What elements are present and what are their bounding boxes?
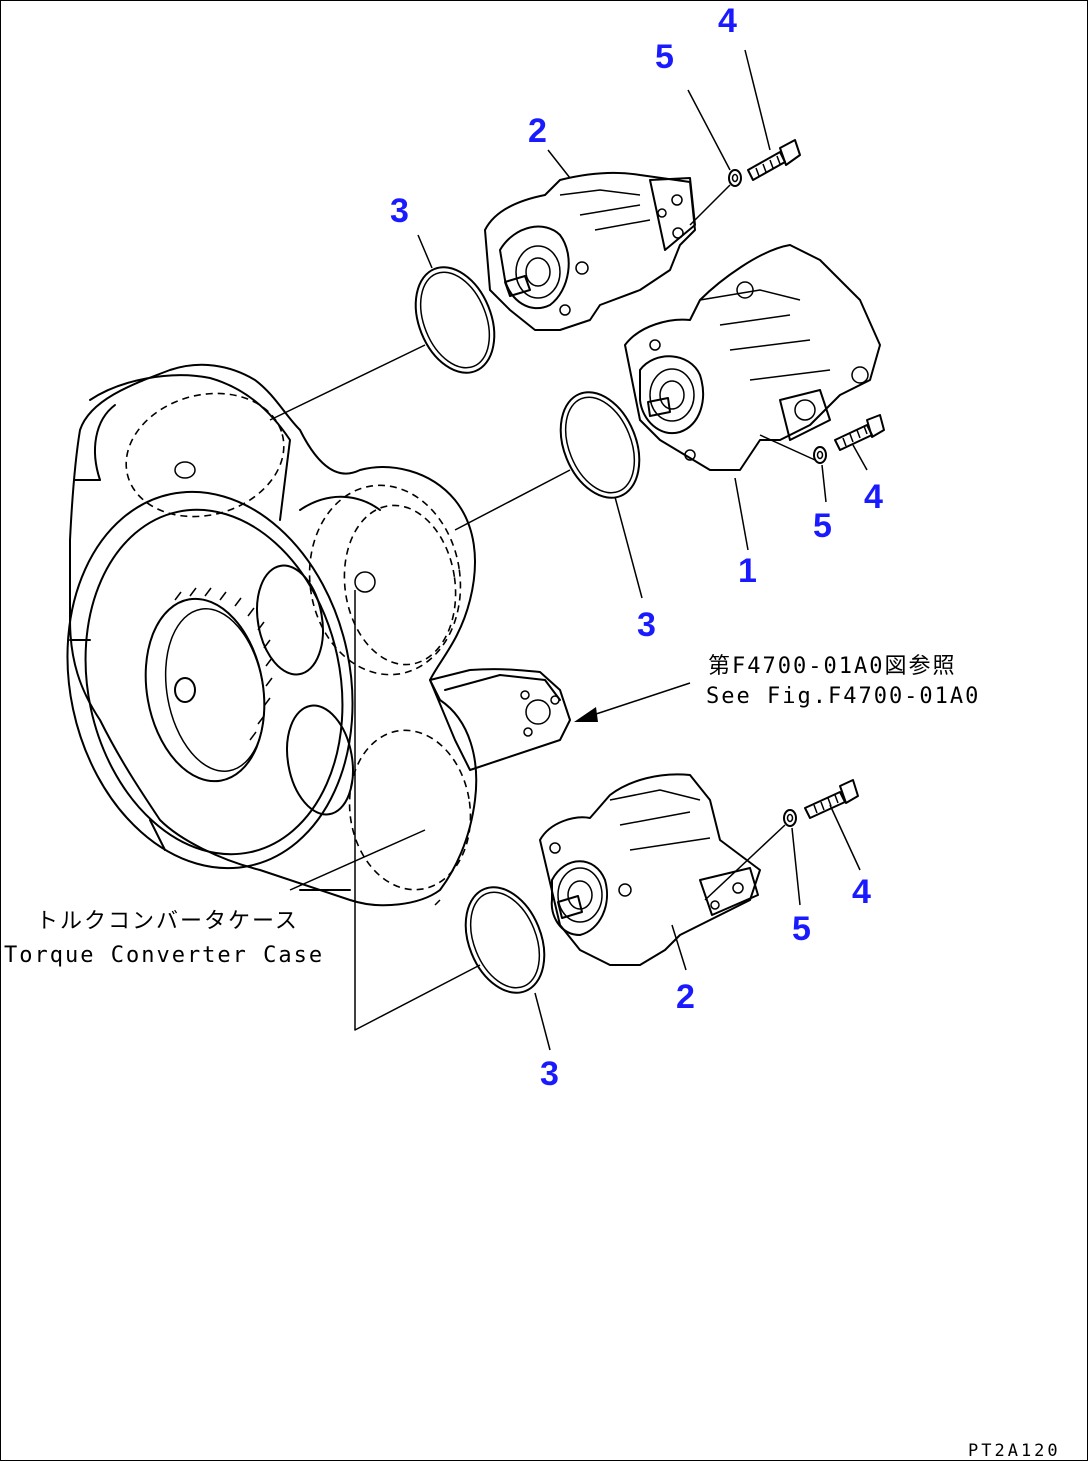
reference-note-jp: 第F4700-01A0図参照 [708,654,956,679]
callout-washer-lower: 5 [792,910,811,948]
o-ring-lower [464,886,546,994]
reference-note-en: See Fig.F4700-01A0 [706,684,980,709]
o-ring-upper [414,266,496,374]
callout-bolt-upper: 4 [718,2,737,40]
callout-oring-lower: 3 [540,1055,559,1093]
callout-labels: 4 5 2 3 4 5 1 3 4 5 2 3 [390,2,883,1093]
case-label-en: Torque Converter Case [4,943,324,968]
callout-washer-middle: 5 [813,507,832,545]
o-ring-middle [559,391,641,499]
center-gear-teeth [174,587,273,741]
bolt-upper [747,139,801,181]
washer-middle [813,446,827,464]
notes: 第F4700-01A0図参照 See Fig.F4700-01A0 トルクコンバ… [4,654,1061,1461]
assembly-lines [269,49,868,1051]
pump-part-2-lower [539,773,761,966]
callout-bolt-lower: 4 [852,873,871,911]
washer-lower [783,809,797,827]
callout-pump-1: 1 [738,552,757,590]
callout-washer-upper: 5 [655,38,674,76]
callout-bolt-middle: 4 [864,478,883,516]
bolt-lower [804,779,859,819]
torque-converter-case [66,363,571,907]
drawing-code: PT2A120 [968,1441,1061,1461]
callout-oring-middle: 3 [637,606,656,644]
callout-pump-2-lower: 2 [676,978,695,1016]
pump-part-2-upper [484,171,696,331]
installed-pump-reference [429,668,571,771]
case-label-jp: トルクコンバータケース [36,909,299,934]
bolt-middle [834,414,885,451]
washer-upper [728,169,742,187]
callout-pump-2-upper: 2 [528,112,547,150]
callout-oring-upper: 3 [390,192,409,230]
